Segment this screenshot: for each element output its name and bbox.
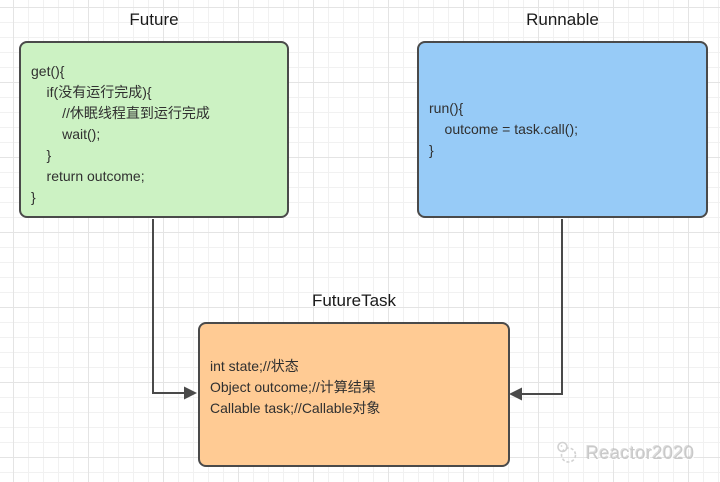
future-node-box: get(){ if(没有运行完成){ //休眠线程直到运行完成 wait(); … xyxy=(19,41,289,218)
watermark-text: Reactor2020 xyxy=(586,442,695,463)
bird-logo-icon xyxy=(557,441,577,463)
future-code: get(){ if(没有运行完成){ //休眠线程直到运行完成 wait(); … xyxy=(31,63,210,205)
runnable-node-title: Runnable xyxy=(526,10,599,29)
arrow-runnable-to-futuretask xyxy=(509,219,563,401)
watermark: Reactor2020 xyxy=(554,440,695,466)
futuretask-node-title: FutureTask xyxy=(311,291,397,310)
runnable-code: run(){ outcome = task.call();} xyxy=(429,100,578,158)
arrow-future-to-futuretask xyxy=(152,219,197,400)
runnable-node-box: run(){ outcome = task.call();} xyxy=(417,41,708,218)
future-node-title: Future xyxy=(129,10,179,29)
